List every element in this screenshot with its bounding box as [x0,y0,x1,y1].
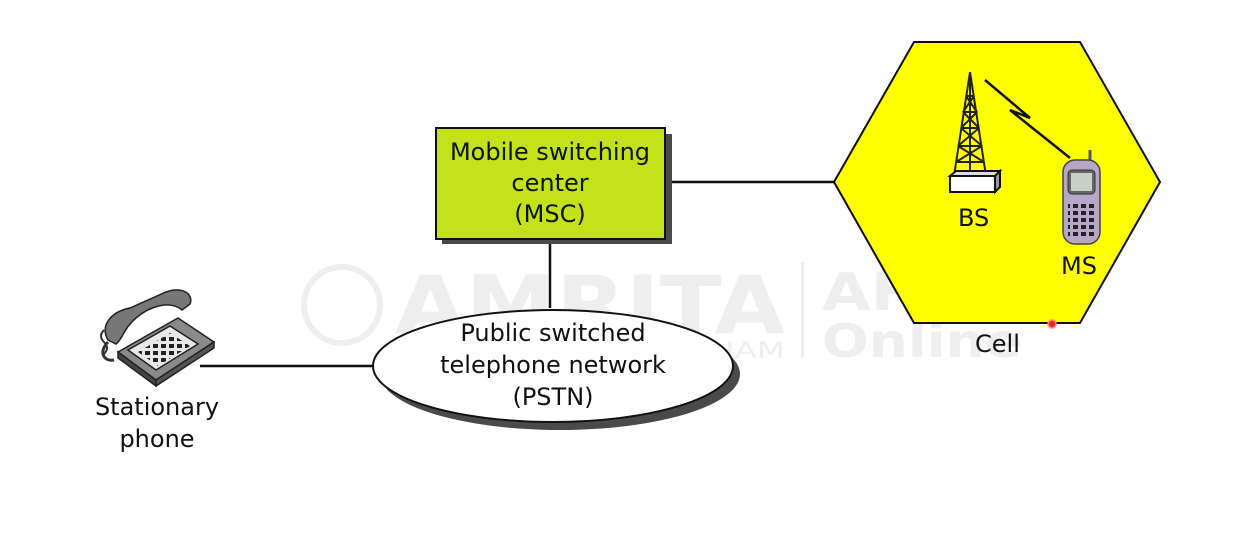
mobile-phone-icon [1062,150,1101,245]
stationary-phone-label-line1: Stationary [95,393,219,421]
ms-label: MS [1061,252,1097,280]
pstn-label-line1: Public switched [460,319,645,347]
desk-telephone-icon [100,289,216,388]
pstn-label-line3: (PSTN) [512,383,593,411]
msc-box: Mobile switching center (MSC) [435,127,672,244]
wireless-signal-icon [984,79,1071,159]
msc-label-line2: center [511,169,588,197]
pstn-label-line2: telephone network [440,351,666,379]
bs-label: BS [958,204,989,232]
cell-tower-icon [947,71,1003,195]
pstn-cloud: Public switched telephone network (PSTN) [372,309,740,430]
cell-label: Cell [975,330,1020,358]
stationary-phone-label-line2: phone [119,425,194,453]
watermark-seal-icon [301,264,383,346]
pointer-dot [1047,319,1057,329]
msc-label-line3: (MSC) [514,200,585,228]
msc-label-line1: Mobile switching [450,138,650,166]
